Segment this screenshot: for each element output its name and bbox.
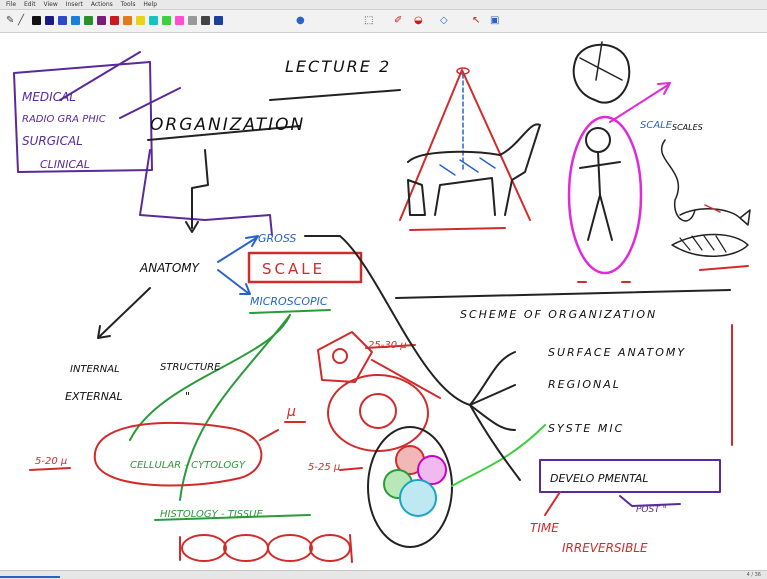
menu-view[interactable]: View bbox=[43, 1, 58, 8]
external-label: EXTERNAL bbox=[65, 390, 123, 403]
field-clinical: CLINICAL bbox=[40, 158, 90, 171]
field-surgical: SURGICAL bbox=[22, 134, 83, 148]
scale-blue-label: SCALE bbox=[640, 120, 673, 131]
cellular-label: CELLULAR - CYTOLOGY bbox=[130, 460, 246, 471]
menu-tools[interactable]: Tools bbox=[120, 1, 136, 8]
internal-label: INTERNAL bbox=[70, 364, 120, 375]
pointer-icon[interactable]: ↖ bbox=[472, 15, 481, 26]
lecture-title: LECTURE 2 bbox=[285, 57, 391, 76]
color-swatch[interactable] bbox=[149, 16, 158, 25]
microscopic-label: MICROSCOPIC bbox=[250, 295, 328, 308]
color-swatch[interactable] bbox=[110, 16, 119, 25]
irreversible-label: IRREVERSIBLE bbox=[562, 541, 648, 555]
surface-anatomy-label: SURFACE ANATOMY bbox=[548, 346, 686, 359]
scales-label: SCALES bbox=[672, 123, 703, 132]
color-swatch[interactable] bbox=[175, 16, 184, 25]
scale-box bbox=[247, 251, 363, 284]
time-label: TIME bbox=[530, 521, 559, 535]
status-bar: 4 / 36 bbox=[0, 570, 767, 579]
highlighter-icon[interactable]: ╱ bbox=[18, 15, 25, 26]
field-radiographic: RADIO GRA PHIC bbox=[22, 114, 106, 125]
developmental-box bbox=[539, 459, 721, 493]
eraser-icon[interactable]: ◒ bbox=[414, 15, 423, 26]
pen-color-icon[interactable]: ✐ bbox=[394, 15, 403, 26]
micron-symbol: µ bbox=[286, 404, 296, 420]
color-swatch[interactable] bbox=[214, 16, 223, 25]
color-swatch[interactable] bbox=[123, 16, 132, 25]
lasso-icon[interactable]: ● bbox=[296, 15, 305, 26]
anatomy-label: ANATOMY bbox=[139, 261, 201, 275]
color-swatch[interactable] bbox=[84, 16, 93, 25]
color-swatch[interactable] bbox=[136, 16, 145, 25]
ditto-mark: " bbox=[185, 390, 190, 403]
color-swatch[interactable] bbox=[188, 16, 197, 25]
whiteboard-drawing: LECTURE 2 ORGANIZATION MEDICAL RADIO GRA… bbox=[13, 41, 751, 563]
color-swatch[interactable] bbox=[97, 16, 106, 25]
zoom-icon[interactable]: ▣ bbox=[490, 15, 500, 26]
select-icon[interactable]: ⬚ bbox=[364, 15, 374, 26]
menu-edit[interactable]: Edit bbox=[23, 1, 36, 8]
field-medical: MEDICAL bbox=[22, 90, 76, 104]
color-swatch[interactable] bbox=[45, 16, 54, 25]
color-swatch[interactable] bbox=[162, 16, 171, 25]
color-swatch[interactable] bbox=[71, 16, 80, 25]
color-swatch[interactable] bbox=[32, 16, 41, 25]
menu-file[interactable]: File bbox=[6, 1, 17, 8]
organization-label: ORGANIZATION bbox=[150, 115, 305, 135]
post-label: POST " bbox=[636, 505, 667, 515]
shape-icon[interactable]: ◇ bbox=[440, 15, 448, 26]
page-indicator: 4 / 36 bbox=[746, 572, 761, 578]
menu-insert[interactable]: Insert bbox=[65, 1, 83, 8]
toolbar: ✎ ╱ ● ⬚ ✐ ◒ ◇ ↖ ▣ bbox=[0, 10, 767, 33]
menu-actions[interactable]: Actions bbox=[90, 1, 113, 8]
whiteboard-canvas[interactable]: LECTURE 2 ORGANIZATION MEDICAL RADIO GRA… bbox=[0, 33, 767, 570]
cell-size-left: 5-20 µ bbox=[35, 456, 67, 467]
fields-box bbox=[13, 61, 153, 173]
color-swatch[interactable] bbox=[201, 16, 210, 25]
developmental-label: DEVELO PMENTAL bbox=[550, 472, 649, 485]
color-swatch[interactable] bbox=[58, 16, 67, 25]
menu-bar: File Edit View Insert Actions Tools Help bbox=[0, 0, 767, 10]
regional-label: REGIONAL bbox=[548, 378, 621, 391]
histology-label: HISTOLOGY - TISSUE bbox=[160, 509, 263, 520]
pen-icon[interactable]: ✎ bbox=[6, 15, 15, 26]
menu-help[interactable]: Help bbox=[143, 1, 158, 8]
structure-label: STRUCTURE bbox=[160, 362, 221, 373]
scale-label: SCALE bbox=[262, 260, 325, 278]
size-5-25: 5-25 µ bbox=[308, 462, 340, 473]
scheme-label: SCHEME OF ORGANIZATION bbox=[460, 308, 657, 321]
systemic-label: SYSTE MIC bbox=[548, 422, 624, 435]
gross-label: GROSS bbox=[258, 232, 296, 245]
taskbar-indicator bbox=[0, 576, 60, 578]
size-25-30: 25-30 µ bbox=[368, 340, 407, 351]
